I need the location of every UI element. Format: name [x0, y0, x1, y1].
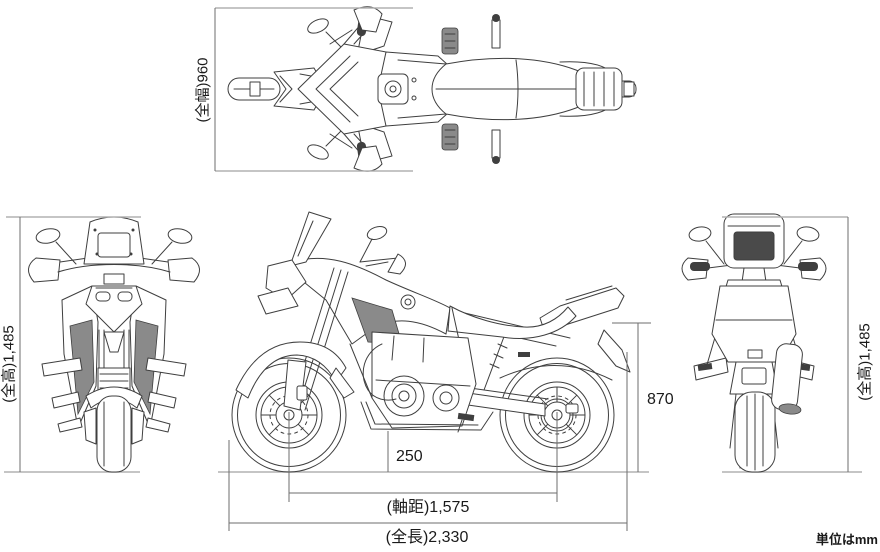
overall-width-label: (全幅)960: [193, 57, 211, 122]
front-view-drawing: [28, 216, 201, 473]
overall-width-dimension: (全幅)960: [193, 7, 413, 172]
rear-view-fender: [729, 361, 779, 395]
side-view-swingarm: [467, 365, 613, 417]
rear-view-muffler: [771, 343, 803, 415]
rear-view-drawing: [681, 213, 827, 473]
overall-length-label: (全長)2,330: [386, 528, 469, 546]
seat-height-label: 870: [647, 391, 674, 408]
front-view-headlight: [85, 285, 143, 333]
rear-view-left-half: [681, 226, 743, 469]
overall-height-label-right: (全高)1,485: [855, 323, 873, 401]
rear-view-windscreen: [723, 213, 785, 283]
units-note: 単位はmm: [816, 532, 878, 547]
rear-view-rear-wheel: [734, 391, 776, 473]
front-view-left-half: [28, 228, 99, 445]
top-view-tank: [377, 51, 459, 127]
rear-view-body: [711, 279, 797, 363]
wheelbase-dimension: (軸距)1,575: [288, 412, 558, 516]
top-view-front-wheel: [227, 77, 281, 101]
side-view-body: [291, 257, 577, 399]
side-view-handlebar: [359, 253, 406, 275]
top-view-drawing: [227, 6, 637, 172]
wheelbase-label: (軸距)1,575: [387, 498, 470, 516]
ground-clearance-label: 250: [396, 448, 423, 465]
ground-clearance-dimension: 250: [387, 431, 423, 472]
side-view-front-fender: [235, 341, 355, 399]
overall-height-dimension-left: (全高)1,485: [0, 216, 141, 472]
overall-length-dimension: (全長)2,330: [228, 352, 628, 546]
side-view-windscreen: [289, 211, 332, 267]
front-view-fork-and-engine: [97, 329, 131, 397]
side-view-engine: [296, 331, 579, 433]
top-view-upper-half: [307, 6, 615, 83]
side-view-mirror: [359, 226, 388, 263]
overall-height-label-left: (全高)1,485: [0, 325, 17, 403]
overall-height-dimension-right: (全高)1,485: [722, 216, 873, 472]
front-view-handlebar: [57, 264, 171, 285]
side-view-drawing: [231, 211, 631, 473]
seat-height-dimension: 870: [612, 322, 674, 472]
front-view-windscreen: [83, 216, 145, 265]
front-view-front-wheel: [85, 386, 143, 473]
top-view-seat: [431, 57, 603, 121]
side-view-nose: [257, 259, 307, 315]
top-view-rear-rack: [575, 67, 635, 111]
